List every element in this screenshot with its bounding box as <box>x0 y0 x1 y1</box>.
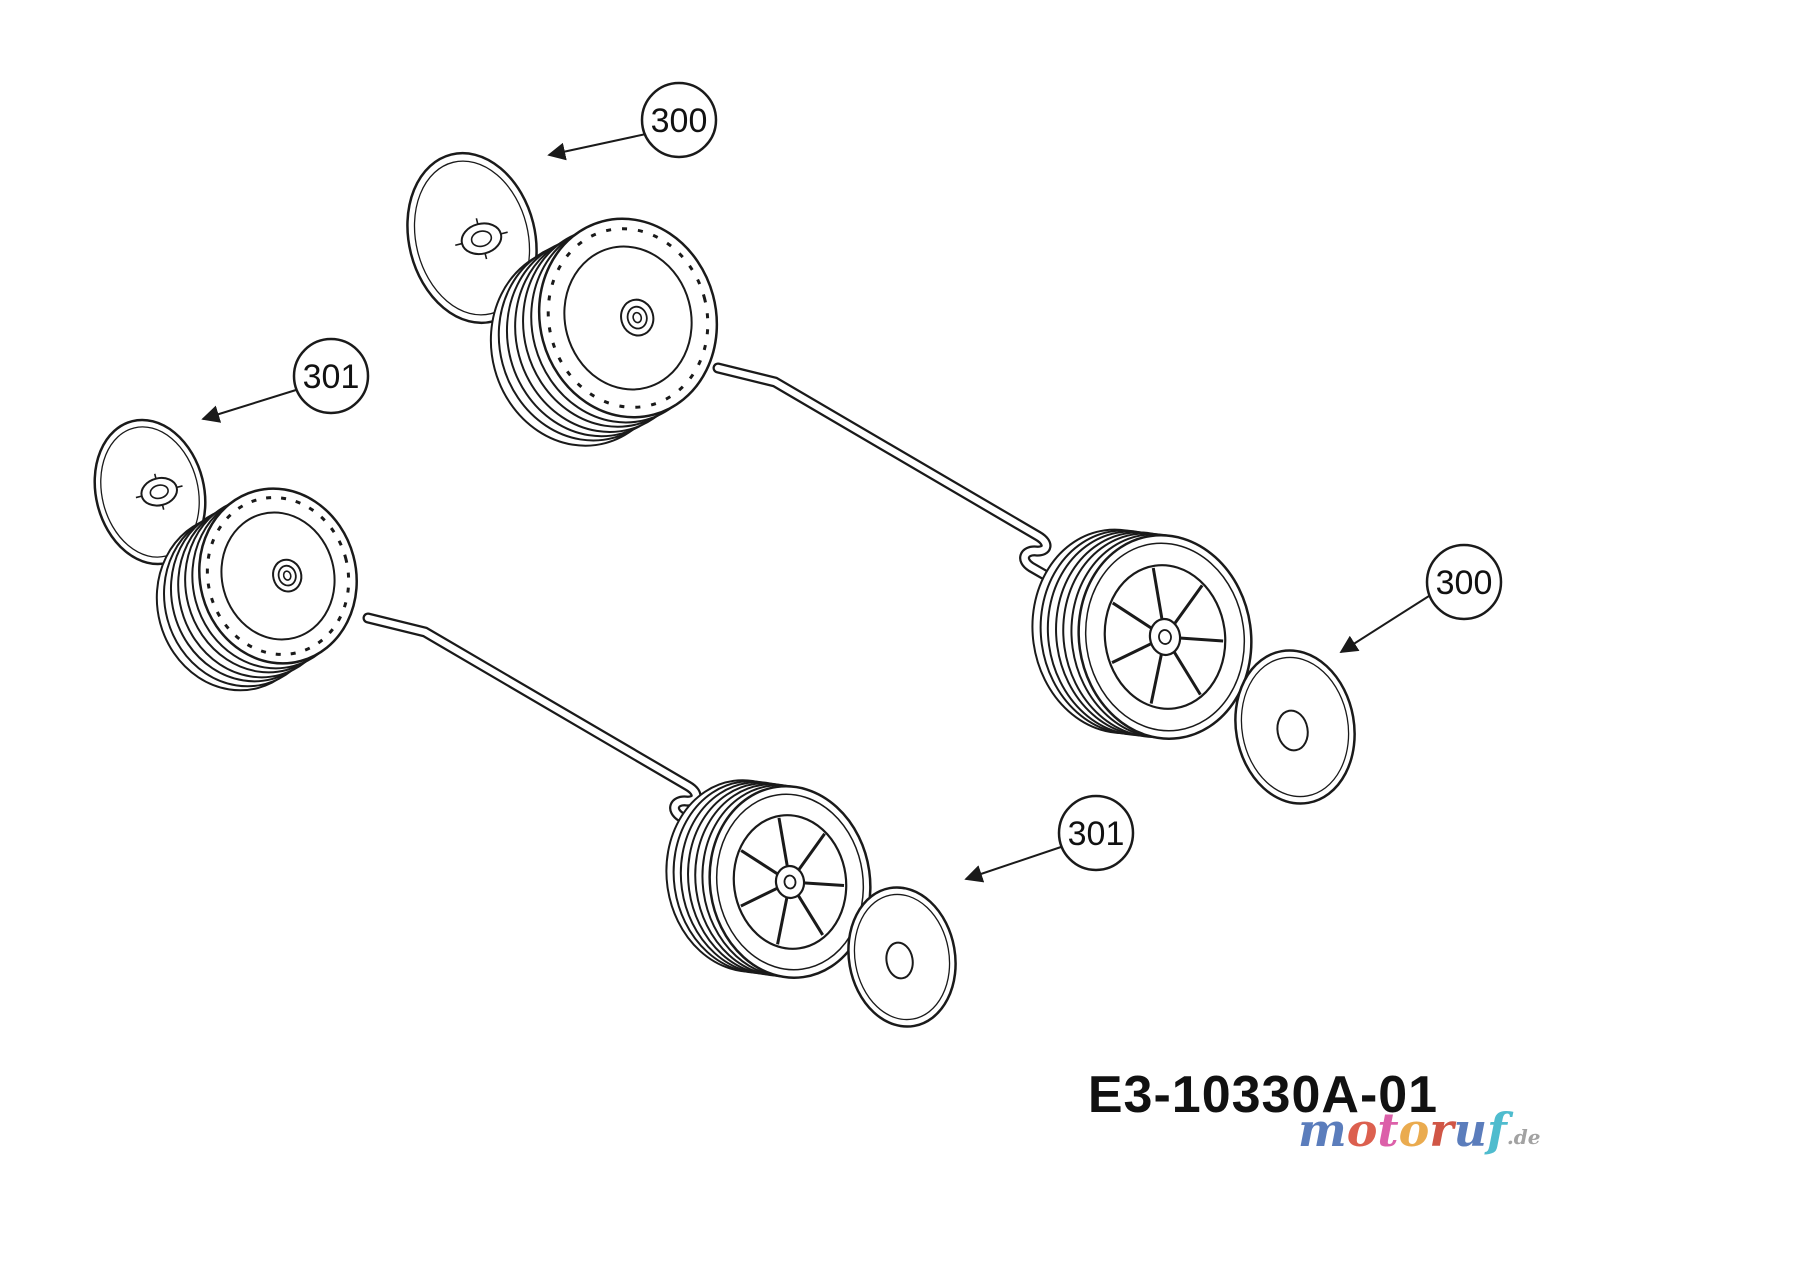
hubcap-inner-edge <box>413 160 531 316</box>
callout-arrow <box>547 133 647 161</box>
hubcap-301-bottom <box>847 886 957 1028</box>
watermark-logo: motoruf.de <box>1298 1103 1540 1157</box>
hubcap-inner-edge <box>853 893 951 1021</box>
callout-301-left: 301 <box>201 337 370 423</box>
rim-ellipse <box>732 814 848 950</box>
hub-ellipse <box>277 564 297 587</box>
callout-arrow <box>1339 595 1430 653</box>
callout-arrow <box>201 389 297 423</box>
axle-rod-outline <box>712 362 1070 592</box>
hub-ellipse <box>1158 629 1172 645</box>
tire-edge <box>715 793 865 971</box>
wheel-top <box>489 217 719 447</box>
callout-circle <box>1425 543 1503 621</box>
hubcap-outline <box>1234 649 1356 805</box>
hubcap-outline <box>847 886 957 1028</box>
hubcap-center-hole <box>1276 709 1309 752</box>
watermark-letter: m <box>1298 1103 1347 1157</box>
hub-ellipse <box>632 311 643 324</box>
hubcap-clip-inner <box>470 230 493 248</box>
wheel-right <box>1031 528 1253 740</box>
hub-ellipse <box>626 305 648 330</box>
hubcap-clip-inner <box>149 484 169 500</box>
watermark-letter: o <box>1347 1103 1378 1157</box>
axle-rod-fill <box>714 364 1068 590</box>
hub-ellipse <box>783 874 797 890</box>
hub-ellipse <box>1148 617 1182 657</box>
rim-ellipse <box>220 511 336 641</box>
watermark-suffix: .de <box>1507 1125 1541 1149</box>
rim-ellipse <box>1103 564 1227 710</box>
watermark-letter: u <box>1454 1103 1487 1157</box>
hubcap-300-right <box>1234 649 1356 805</box>
hub-ellipse <box>774 864 806 900</box>
hubcap-inner-edge <box>1240 656 1350 798</box>
rim-ellipse <box>563 245 693 391</box>
hubcap-clip-prongs <box>135 473 183 510</box>
axle-lower <box>362 612 720 842</box>
wheel-left <box>155 487 358 692</box>
hubcap-301-left <box>93 418 207 566</box>
hub-ellipse <box>620 298 655 337</box>
hubcap-center-hole <box>885 941 914 980</box>
callout-label: 300 <box>1436 564 1493 602</box>
tire-edge <box>1084 542 1246 732</box>
callout-300-top: 300 <box>547 81 718 161</box>
callout-label: 300 <box>651 102 708 140</box>
hubcap-clip-prongs <box>455 218 508 260</box>
tread-ring <box>546 227 710 409</box>
hub-ellipse <box>282 570 292 581</box>
hub-ellipse <box>272 558 303 593</box>
wheel-bottom <box>665 779 872 979</box>
callout-label: 301 <box>1068 815 1125 853</box>
callout-301-bottom: 301 <box>964 794 1135 883</box>
watermark-letter: r <box>1429 1103 1457 1157</box>
callout-label: 301 <box>303 358 360 396</box>
axle-rod-outline <box>362 612 720 842</box>
axle-rod-fill <box>364 614 718 840</box>
callout-circle <box>1057 794 1135 872</box>
callout-circle <box>640 81 718 159</box>
watermark-letter: t <box>1377 1103 1398 1157</box>
watermark-letter: o <box>1399 1103 1430 1157</box>
hubcap-300-top <box>406 151 538 325</box>
callout-circle <box>292 337 370 415</box>
callout-arrow <box>964 846 1062 883</box>
tread-ring <box>205 496 351 656</box>
axle-upper <box>712 362 1070 592</box>
diagram-code: E3-10330A-01 <box>1088 1066 1438 1124</box>
callout-300-right: 300 <box>1339 543 1503 653</box>
